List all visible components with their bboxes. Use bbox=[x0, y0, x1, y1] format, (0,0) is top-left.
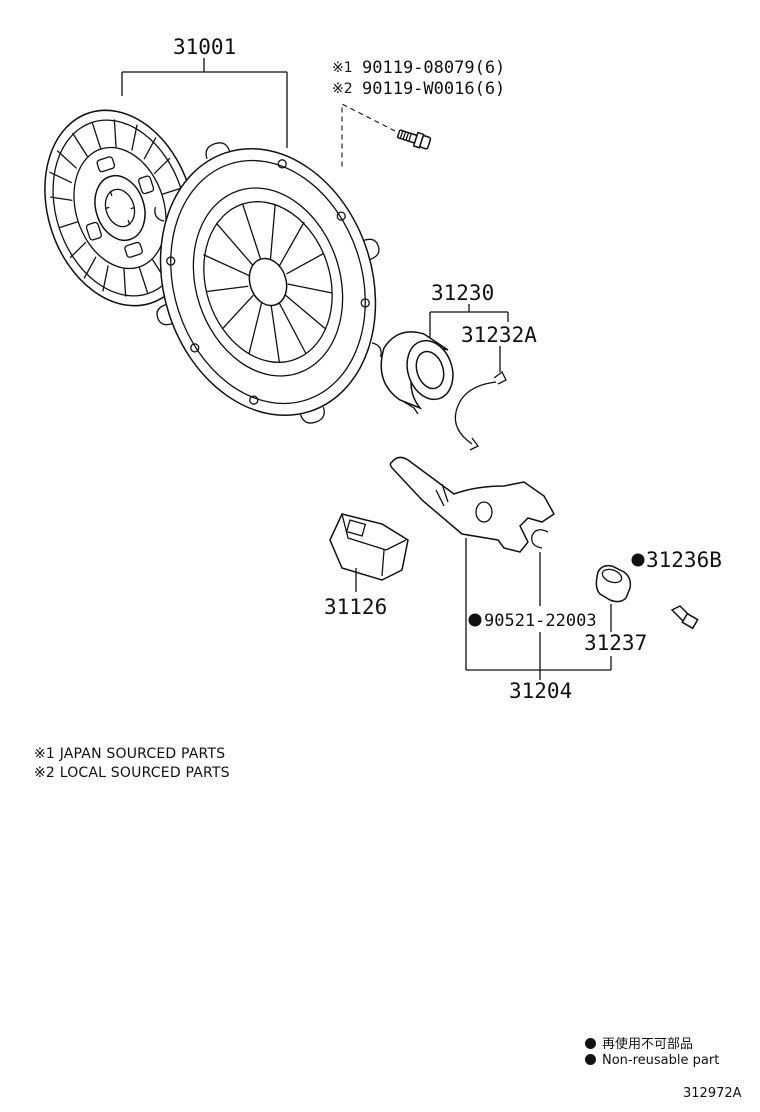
label-31230: 31230 bbox=[431, 281, 494, 305]
label-31237: 31237 bbox=[584, 631, 647, 655]
legend-dot-icon bbox=[585, 1054, 596, 1065]
label-bolt-japan: 90119-08079(6) bbox=[362, 58, 505, 78]
non-reusable-dot-31236B bbox=[631, 553, 645, 567]
note-japan-sourced: ※1 JAPAN SOURCED PARTS bbox=[34, 746, 226, 762]
release-bearing-drawing bbox=[380, 331, 454, 415]
release-fork-drawing bbox=[389, 456, 555, 553]
fork-ring-drawing bbox=[531, 529, 549, 549]
boot-drawing bbox=[329, 513, 409, 581]
label-90521-22003: 90521-22003 bbox=[484, 611, 597, 631]
leader-31230 bbox=[429, 304, 509, 338]
legend-japanese: 再使用不可部品 bbox=[585, 1033, 693, 1052]
label-31001: 31001 bbox=[173, 35, 236, 59]
legend-english-text: Non-reusable part bbox=[602, 1053, 720, 1068]
label-bolt-local: 90119-W0016(6) bbox=[362, 79, 505, 99]
clutch-cover-drawing bbox=[154, 142, 382, 424]
leader-bolt bbox=[341, 103, 396, 170]
leader-31204 bbox=[465, 538, 612, 680]
mark-2: ※2 bbox=[332, 81, 353, 97]
legend-dot-icon bbox=[585, 1038, 596, 1049]
mark-1: ※1 bbox=[332, 60, 353, 76]
fork-support-drawing bbox=[595, 564, 632, 603]
label-31126: 31126 bbox=[324, 595, 387, 619]
legend-japanese-text: 再使用不可部品 bbox=[602, 1037, 694, 1052]
non-reusable-dot-90521 bbox=[468, 613, 482, 627]
label-31236B: 31236B bbox=[646, 548, 722, 572]
label-31232A: 31232A bbox=[461, 323, 537, 347]
bolt-drawing bbox=[396, 129, 432, 150]
leader-31001 bbox=[121, 58, 288, 148]
legend-english: Non-reusable part bbox=[585, 1053, 719, 1068]
bearing-clip-drawing bbox=[454, 346, 507, 451]
reference-code: 312972A bbox=[683, 1086, 742, 1101]
label-31204: 31204 bbox=[509, 679, 572, 703]
pivot-drawing bbox=[670, 605, 699, 630]
note-local-sourced: ※2 LOCAL SOURCED PARTS bbox=[34, 765, 230, 781]
